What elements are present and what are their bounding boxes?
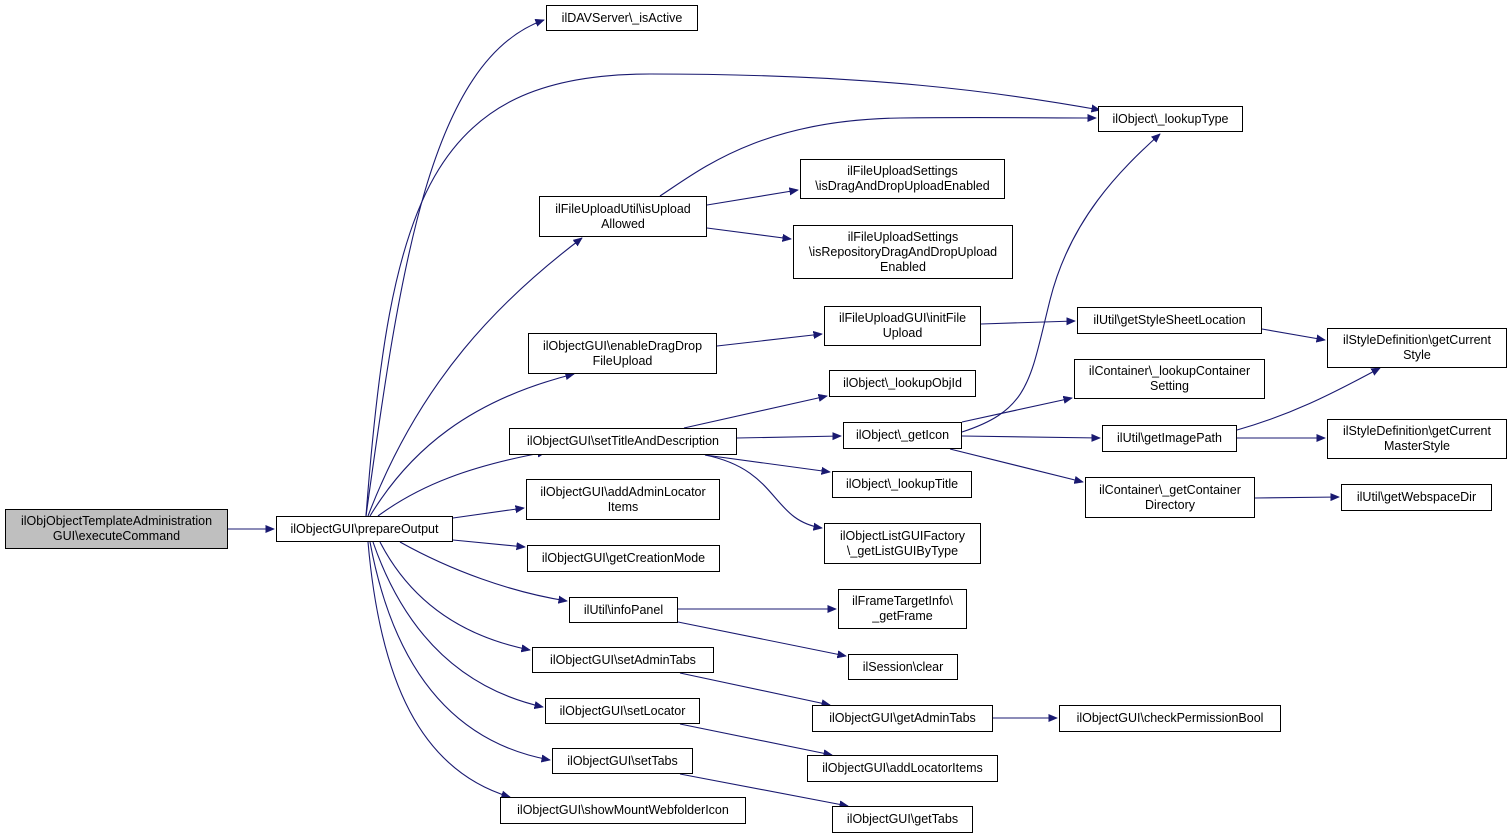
node-add-admin-locator[interactable]: ilObjectGUI\addAdminLocator Items bbox=[526, 479, 720, 520]
node-upload-allowed[interactable]: ilFileUploadUtil\isUpload Allowed bbox=[539, 196, 707, 237]
node-dnd-enabled[interactable]: ilFileUploadSettings \isDragAndDropUploa… bbox=[800, 159, 1005, 199]
edge-setTitle-to-getIcon bbox=[736, 436, 841, 438]
edge-prepareOutput-to-setTitle bbox=[377, 452, 546, 517]
node-lookup-container[interactable]: ilContainer\_lookupContainer Setting bbox=[1074, 359, 1265, 399]
edge-prepareOutput-to-setLocator bbox=[372, 541, 543, 707]
edge-uploadAllowed-to-repoDnd bbox=[706, 227, 791, 239]
edge-setTabs-to-getTabs bbox=[679, 773, 848, 806]
node-show-mount-webfolder-icon[interactable]: ilObjectGUI\showMountWebfolderIcon bbox=[500, 797, 746, 824]
node-session-clear[interactable]: ilSession\clear bbox=[848, 654, 958, 680]
edge-uploadAllowed-to-lookupType bbox=[659, 118, 1096, 197]
edge-styleSheet-to-currentStyle bbox=[1261, 328, 1325, 340]
edge-getIcon-to-containerDir bbox=[949, 448, 1083, 482]
edge-prepareOutput-to-lookupType bbox=[365, 73, 1100, 517]
edge-getIcon-to-lookupType bbox=[961, 134, 1160, 433]
node-style-sheet-location[interactable]: ilUtil\getStyleSheetLocation bbox=[1077, 307, 1262, 334]
edge-prepareOutput-to-setTabs bbox=[369, 541, 550, 760]
edge-getIcon-to-imagePath bbox=[961, 436, 1100, 438]
node-set-tabs[interactable]: ilObjectGUI\setTabs bbox=[552, 748, 693, 774]
edge-prepareOutput-to-enableDnd bbox=[369, 374, 574, 517]
node-master-style[interactable]: ilStyleDefinition\getCurrent MasterStyle bbox=[1327, 419, 1507, 459]
node-creation-mode[interactable]: ilObjectGUI\getCreationMode bbox=[527, 545, 720, 572]
node-image-path[interactable]: ilUtil\getImagePath bbox=[1102, 425, 1237, 452]
edge-containerDir-to-webspaceDir bbox=[1254, 497, 1339, 498]
edge-getIcon-to-lookupContainer bbox=[961, 398, 1072, 423]
edge-setTitle-to-listGui bbox=[704, 454, 822, 528]
edge-prepareOutput-to-davActive bbox=[365, 20, 544, 517]
edge-prepareOutput-to-infoPanel bbox=[399, 541, 567, 601]
edge-prepareOutput-to-mountIcon bbox=[367, 541, 510, 797]
node-get-icon[interactable]: ilObject\_getIcon bbox=[843, 422, 962, 449]
edge-imagePath-to-currentStyle bbox=[1236, 368, 1380, 431]
node-get-tabs[interactable]: ilObjectGUI\getTabs bbox=[832, 806, 973, 833]
node-dav-is-active[interactable]: ilDAVServer\_isActive bbox=[546, 5, 698, 31]
node-lookup-type[interactable]: ilObject\_lookupType bbox=[1098, 106, 1243, 132]
node-lookup-obj-id[interactable]: ilObject\_lookupObjId bbox=[829, 370, 976, 397]
edge-uploadAllowed-to-dndEnabled bbox=[706, 190, 798, 206]
node-lookup-title[interactable]: ilObject\_lookupTitle bbox=[832, 471, 972, 498]
node-list-gui[interactable]: ilObjectListGUIFactory \_getListGUIByTyp… bbox=[824, 523, 981, 564]
edge-setLocator-to-addLocatorItems bbox=[679, 723, 832, 755]
edge-prepareOutput-to-setAdminTabs bbox=[379, 541, 530, 650]
node-current-style[interactable]: ilStyleDefinition\getCurrent Style bbox=[1327, 328, 1507, 368]
node-prepare-output[interactable]: ilObjectGUI\prepareOutput bbox=[276, 516, 453, 542]
node-info-panel[interactable]: ilUtil\infoPanel bbox=[569, 597, 678, 623]
edge-initFileUpload-to-styleSheet bbox=[980, 321, 1075, 324]
node-container-dir[interactable]: ilContainer\_getContainer Directory bbox=[1085, 477, 1255, 518]
node-check-permission[interactable]: ilObjectGUI\checkPermissionBool bbox=[1059, 705, 1281, 732]
node-repo-dnd[interactable]: ilFileUploadSettings \isRepositoryDragAn… bbox=[793, 225, 1013, 279]
node-add-locator-items[interactable]: ilObjectGUI\addLocatorItems bbox=[807, 755, 998, 782]
node-enable-dnd[interactable]: ilObjectGUI\enableDragDrop FileUpload bbox=[528, 333, 717, 374]
node-webspace-dir[interactable]: ilUtil\getWebspaceDir bbox=[1341, 484, 1492, 511]
edge-prepareOutput-to-addAdminLocator bbox=[452, 508, 524, 519]
edge-setTitle-to-lookupObjId bbox=[683, 396, 827, 429]
node-set-title[interactable]: ilObjectGUI\setTitleAndDescription bbox=[509, 428, 737, 455]
node-init-file-upload[interactable]: ilFileUploadGUI\initFile Upload bbox=[824, 306, 981, 346]
node-root: ilObjObjectTemplateAdministration GUI\ex… bbox=[5, 509, 228, 549]
edge-infoPanel-to-sessionClear bbox=[677, 621, 846, 656]
edge-setAdminTabs-to-getAdminTabs bbox=[679, 672, 830, 705]
node-set-locator[interactable]: ilObjectGUI\setLocator bbox=[545, 698, 700, 724]
edge-prepareOutput-to-uploadAllowed bbox=[367, 238, 582, 517]
node-get-frame[interactable]: ilFrameTargetInfo\ _getFrame bbox=[838, 589, 967, 629]
node-get-admin-tabs[interactable]: ilObjectGUI\getAdminTabs bbox=[812, 705, 993, 732]
edge-prepareOutput-to-creationMode bbox=[452, 539, 525, 547]
node-set-admin-tabs[interactable]: ilObjectGUI\setAdminTabs bbox=[532, 647, 714, 673]
edge-setTitle-to-lookupTitle bbox=[704, 454, 830, 472]
edge-enableDnd-to-initFileUpload bbox=[716, 334, 822, 347]
